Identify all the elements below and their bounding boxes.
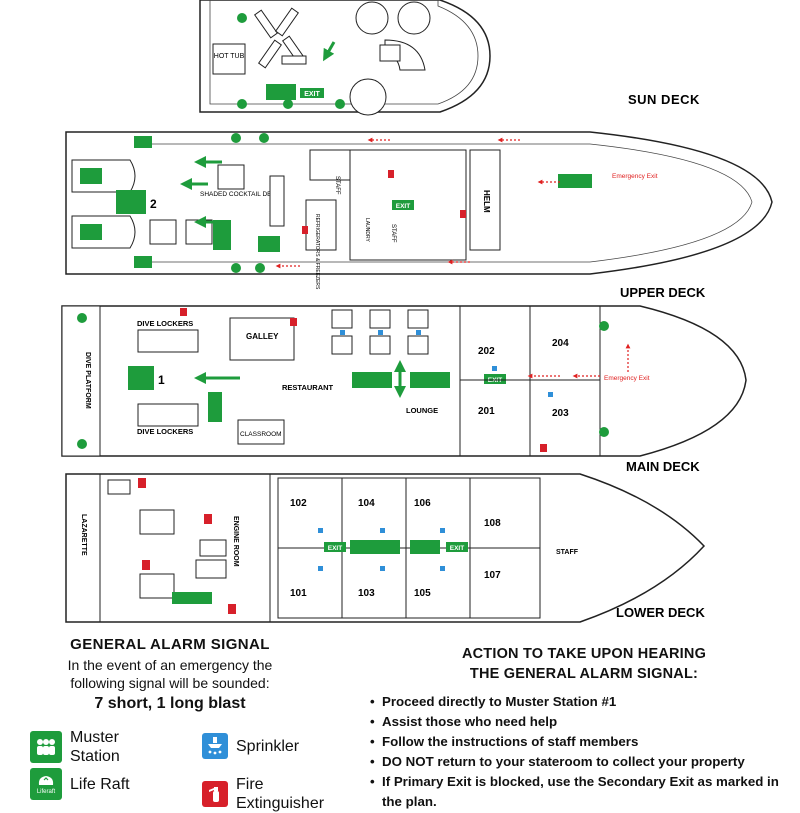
sun-exit-sign	[300, 88, 324, 98]
lazarette-label: LAZARETTE	[80, 514, 87, 556]
general-alarm-section: GENERAL ALARM SIGNAL In the event of an …	[20, 636, 320, 713]
legend-fire-extinguisher: Fire Extinguisher	[202, 775, 356, 813]
alarm-signal-pattern: 7 short, 1 long blast	[94, 695, 246, 712]
cabin-201-label: 201	[478, 406, 495, 417]
lower-exit-label-right: EXIT	[450, 545, 464, 552]
hot-tub	[212, 43, 246, 75]
sun-deck-safety-icons	[237, 13, 345, 109]
main-muster-station	[128, 366, 154, 390]
legend-sprinkler: Sprinkler	[202, 733, 299, 759]
lower-deck: LAZARETTE ENGINE ROOM STAFF EXIT EXIT 10…	[65, 473, 706, 623]
engine-room-label: ENGINE ROOM	[232, 516, 239, 567]
muster-station-icon	[30, 731, 62, 763]
fire-extinguisher-icon	[202, 781, 228, 807]
upper-exit-label: EXIT	[396, 203, 410, 210]
lounge-label: LOUNGE	[406, 406, 438, 415]
dive-lockers-bottom-label: DIVE LOCKERS	[137, 427, 193, 436]
general-alarm-line-1: In the event of an emergency the	[67, 657, 273, 673]
cabin-101-label: 101	[290, 588, 307, 599]
upper-refrigerators-label: REFRIGERATORS & FREEZERS	[314, 214, 320, 290]
legend-sprinkler-label: Sprinkler	[236, 737, 300, 755]
action-item: Assist those who need help	[368, 712, 800, 732]
cabin-103-label: 103	[358, 588, 375, 599]
sun-deck: HOT TUB EXIT	[199, 0, 491, 116]
main-deck-label: MAIN DECK	[626, 459, 700, 474]
lower-staff-label: STAFF	[556, 549, 579, 556]
dive-platform-label: DIVE PLATFORM	[84, 352, 91, 409]
sun-deck-label: SUN DECK	[628, 92, 700, 107]
cabin-102-label: 102	[290, 498, 307, 509]
hot-tub-label: HOT TUB	[214, 53, 245, 60]
classroom-label: CLASSROOM	[240, 431, 282, 438]
cabin-105-label: 105	[414, 588, 431, 599]
lower-deck-label: LOWER DECK	[616, 605, 705, 620]
galley-label: GALLEY	[246, 332, 279, 341]
upper-deck-label: UPPER DECK	[620, 285, 706, 300]
upper-exit-sign	[392, 200, 414, 210]
life-raft-icon-caption: Liferaft	[36, 788, 56, 795]
legend-muster-station-label: Muster Station	[70, 729, 120, 765]
legend-life-raft: Liferaft Life Raft	[30, 768, 130, 800]
main-deck: DIVE PLATFORM DIVE LOCKERS DIVE LOCKERS …	[61, 305, 747, 457]
cabin-107-label: 107	[484, 570, 501, 581]
sun-exit-label: EXIT	[304, 91, 320, 98]
upper-helm-label: HELM	[482, 190, 491, 213]
alarm-actions-section: ACTION TO TAKE UPON HEARING THE GENERAL …	[368, 644, 800, 812]
upper-staff-label-2: STAFF	[390, 224, 396, 243]
upper-staff-label: STAFF	[334, 176, 340, 195]
lower-exit-label-left: EXIT	[328, 545, 342, 552]
life-raft-icon: Liferaft	[30, 768, 62, 800]
cabin-108-label: 108	[484, 518, 501, 529]
action-item: Follow the instructions of staff members	[368, 732, 800, 752]
cabin-202-label: 202	[478, 346, 495, 357]
sprinkler-icon	[202, 733, 228, 759]
cabin-204-label: 204	[552, 338, 569, 349]
general-alarm-line-2: following signal will be sounded:	[70, 675, 270, 691]
cabin-106-label: 106	[414, 498, 431, 509]
main-muster-number: 1	[158, 373, 165, 387]
upper-laundry-label: LAUNDRY	[364, 218, 370, 242]
lower-exit-sign-right	[446, 542, 468, 552]
main-exit-sign	[484, 374, 506, 384]
actions-list: Proceed directly to Muster Station #1 As…	[368, 692, 800, 812]
lower-exit-sign-left	[324, 542, 346, 552]
legend-life-raft-label: Life Raft	[70, 775, 130, 793]
upper-muster-number: 2	[150, 197, 157, 211]
actions-heading-line-2: THE GENERAL ALARM SIGNAL:	[469, 666, 699, 682]
upper-muster-station	[116, 190, 146, 214]
restaurant-label: RESTAURANT	[282, 383, 334, 392]
action-item: Proceed directly to Muster Station #1	[368, 692, 800, 712]
actions-heading-line-1: ACTION TO TAKE UPON HEARING	[461, 646, 707, 662]
general-alarm-heading: GENERAL ALARM SIGNAL	[70, 636, 270, 653]
upper-deck: 2 SHADED COCKTAIL DECK STAFF STAFF REFRI…	[65, 131, 773, 290]
upper-cocktail-label: SHADED COCKTAIL DECK	[200, 191, 281, 198]
action-item: If Primary Exit is blocked, use the Seco…	[368, 772, 800, 812]
main-emergency-exit-label: Emergency Exit	[604, 375, 650, 382]
dive-lockers-top-label: DIVE LOCKERS	[137, 319, 193, 328]
deck-plan-diagram: HOT TUB EXIT SUN DECK	[61, 0, 773, 623]
action-item: DO NOT return to your stateroom to colle…	[368, 752, 800, 772]
cabin-104-label: 104	[358, 498, 375, 509]
cabin-203-label: 203	[552, 408, 569, 419]
upper-emergency-exit-label: Emergency Exit	[612, 173, 658, 180]
legend-muster-station: Muster Station	[30, 728, 140, 766]
legend-fire-extinguisher-label: Fire Extinguisher	[236, 776, 325, 812]
